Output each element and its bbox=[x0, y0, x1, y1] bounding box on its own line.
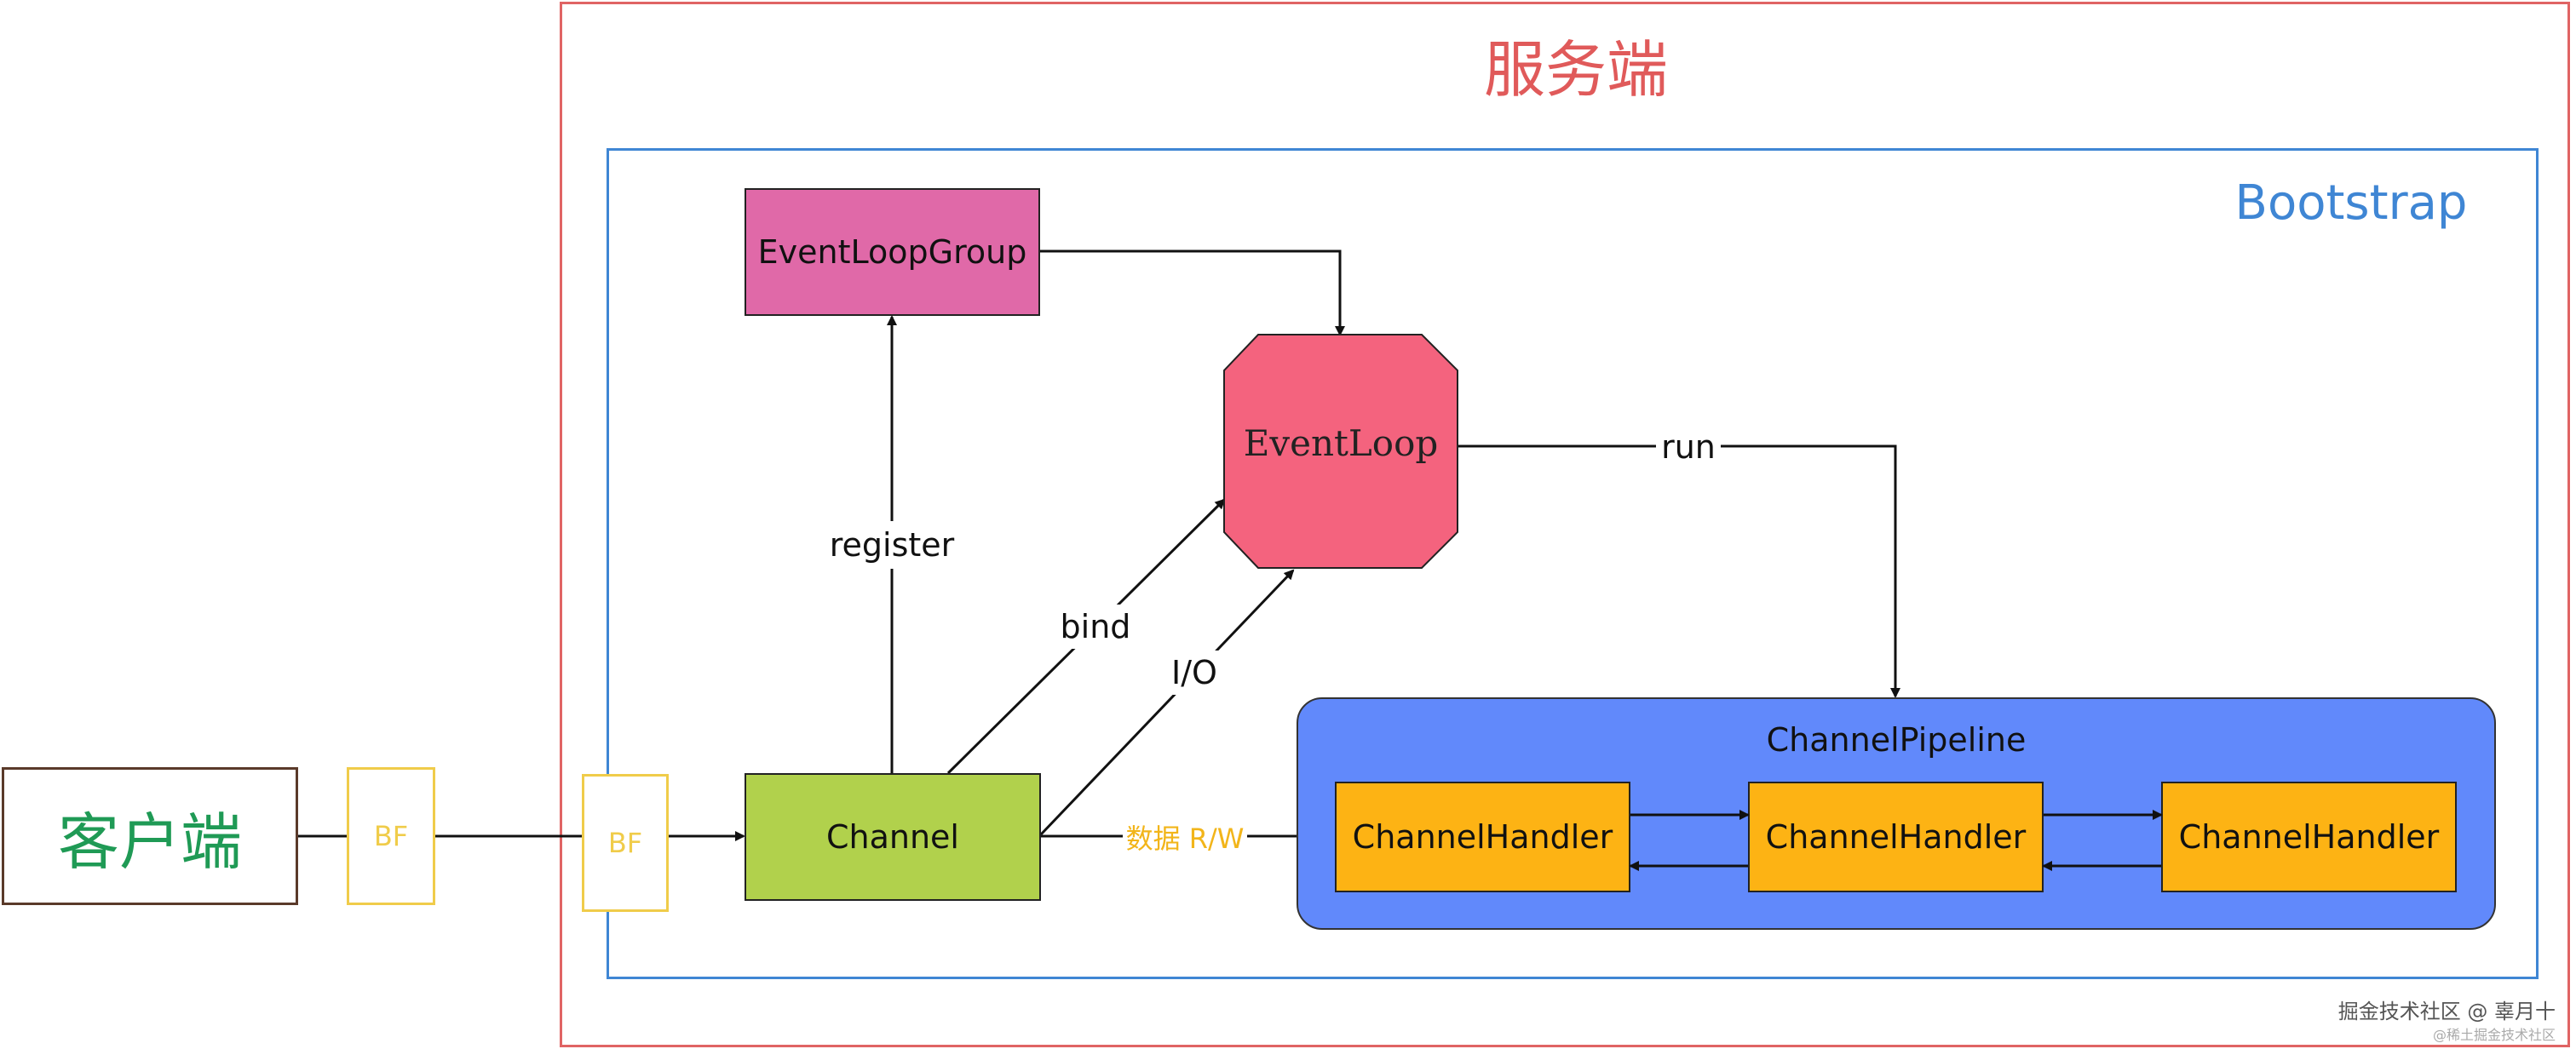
server-frame bbox=[560, 2, 2570, 1047]
register-label: register bbox=[824, 521, 960, 569]
watermark-main: 掘金技术社区 @ 辜月十 bbox=[2337, 1000, 2556, 1023]
channel-handler-2: ChannelHandler bbox=[1748, 782, 2044, 892]
run-arrow bbox=[1458, 444, 1900, 698]
data-rw-label: 数据 R/W bbox=[1123, 816, 1247, 858]
channel-handler-3: ChannelHandler bbox=[2161, 782, 2457, 892]
group-to-loop-arrow bbox=[1040, 249, 1345, 336]
channel-handler-1: ChannelHandler bbox=[1335, 782, 1630, 892]
event-loop-shape bbox=[1223, 334, 1458, 569]
event-loop-group-label: EventLoopGroup bbox=[757, 233, 1027, 271]
bootstrap-title: Bootstrap bbox=[2234, 175, 2468, 231]
channel-label: Channel bbox=[825, 818, 959, 856]
server-buffer-label: BF bbox=[607, 827, 643, 859]
channel-handler-label: ChannelHandler bbox=[1352, 818, 1613, 856]
channel-handler-label: ChannelHandler bbox=[2178, 818, 2440, 856]
channel-pipeline-label: ChannelPipeline bbox=[1766, 721, 2027, 759]
event-loop-group-box: EventLoopGroup bbox=[745, 188, 1040, 316]
client-buffer: BF bbox=[347, 767, 435, 905]
watermark-sub: @稀土掘金技术社区 bbox=[2432, 1027, 2556, 1043]
channel-box: Channel bbox=[745, 773, 1041, 901]
server-title: 服务端 bbox=[1483, 33, 1668, 106]
server-buffer: BF bbox=[582, 774, 669, 912]
channel-handler-label: ChannelHandler bbox=[1765, 818, 2027, 856]
client-box: 客户端 bbox=[2, 767, 298, 905]
io-arrow bbox=[1039, 569, 1295, 836]
bind-label: bind bbox=[1053, 605, 1138, 649]
client-buffer-label: BF bbox=[373, 820, 409, 852]
io-label: I/O bbox=[1160, 651, 1228, 695]
event-loop-label: EventLoop bbox=[1243, 421, 1439, 464]
client-label: 客户端 bbox=[57, 805, 242, 878]
bootstrap-frame bbox=[607, 148, 2539, 979]
run-label: run bbox=[1656, 426, 1721, 468]
